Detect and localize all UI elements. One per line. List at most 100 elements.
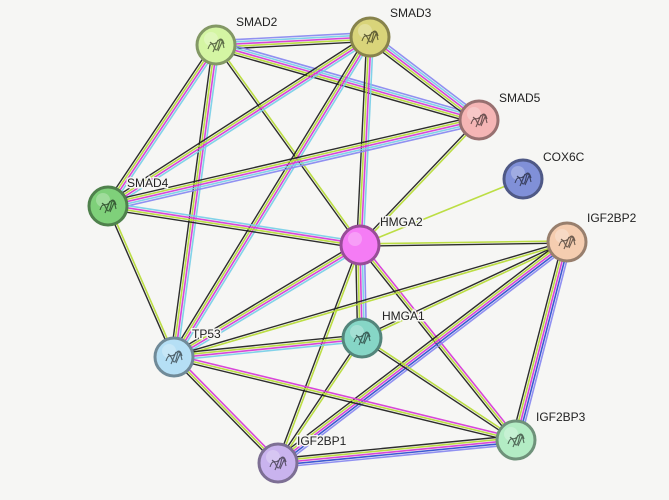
edge-smad4-hmga2[interactable] — [107, 201, 361, 249]
edge-smad5-smad4[interactable] — [106, 115, 481, 212]
edge-tp53-igf2bp1[interactable] — [171, 354, 281, 466]
edge-smad5-hmga2[interactable] — [358, 118, 481, 247]
edge-strand-textmining — [362, 242, 568, 340]
edge-smad4-tp53[interactable] — [106, 205, 176, 358]
node-label: SMAD5 — [499, 91, 541, 105]
edge-strand-textmining — [216, 43, 362, 245]
edge-strand-coexpression — [106, 206, 174, 358]
edge-hmga1-igf2bp1[interactable] — [276, 336, 364, 465]
edge-strand-gene_neighborhood — [278, 441, 517, 466]
node-tp53[interactable]: TP53 — [153, 326, 223, 378]
edge-strand-coexpression — [361, 240, 567, 338]
edge-strand-textmining — [107, 206, 360, 247]
edge-strand-database — [108, 121, 480, 209]
edge-strand-homology — [372, 32, 483, 118]
edge-strand-textmining — [173, 336, 362, 357]
edge-strand-coexpression — [366, 39, 477, 125]
edge-strand-experiment — [174, 37, 372, 358]
edge-strand-textmining — [277, 437, 516, 462]
protein-structure-icon — [207, 38, 225, 53]
node-highlight — [266, 450, 280, 464]
protein-structure-icon — [353, 331, 371, 346]
edge-strand-experiment — [108, 37, 372, 208]
protein-structure-icon — [165, 350, 183, 365]
edge-strand-database — [174, 340, 363, 362]
protein-structure-icon — [514, 172, 532, 187]
node-igf2bp3[interactable]: IGF2BP3 — [495, 409, 587, 461]
node-igf2bp1[interactable]: IGF2BP1 — [257, 433, 348, 484]
edge-smad2-smad4[interactable] — [104, 42, 220, 209]
edge-strand-textmining — [173, 356, 517, 441]
edge-igf2bp2-igf2bp3[interactable] — [511, 240, 573, 442]
edge-strand-textmining — [362, 336, 518, 440]
edge-strand-textmining — [216, 38, 371, 48]
edge-hmga1-igf2bp3[interactable] — [361, 336, 518, 442]
edge-strand-homology — [280, 244, 571, 468]
node-label: IGF2BP2 — [587, 211, 637, 225]
edge-strand-textmining — [174, 242, 568, 359]
edge-strand-experiment — [174, 354, 517, 439]
edge-strand-experiment — [107, 119, 480, 207]
edge-strand-database — [215, 34, 370, 44]
node-smad2[interactable]: SMAD2 — [195, 14, 279, 66]
edge-strand-coexpression — [356, 36, 368, 245]
node-cox6c[interactable]: COX6C — [502, 149, 586, 200]
edge-hmga2-igf2bp2[interactable] — [359, 240, 568, 247]
node-highlight — [555, 229, 569, 243]
node-igf2bp2[interactable]: IGF2BP2 — [546, 210, 638, 263]
edge-strand-coexpression — [107, 208, 360, 249]
edge-tp53-igf2bp3[interactable] — [173, 354, 517, 443]
node-label: IGF2BP1 — [297, 434, 347, 448]
node-smad5[interactable]: SMAD5 — [458, 90, 542, 141]
edge-strand-coexpression — [361, 338, 516, 442]
edge-strand-textmining — [215, 46, 479, 123]
node-smad3[interactable]: SMAD3 — [349, 5, 433, 58]
node-highlight — [504, 427, 518, 441]
edge-strand-database — [176, 45, 221, 358]
node-label: HMGA2 — [380, 215, 423, 229]
edge-igf2bp2-hmga1[interactable] — [361, 240, 568, 340]
edge-strand-database — [108, 201, 361, 243]
node-highlight — [358, 24, 372, 38]
edge-hmga2-igf2bp1[interactable] — [276, 244, 362, 464]
edge-strand-coexpression — [106, 115, 479, 203]
edge-strand-textmining — [107, 117, 479, 205]
edge-smad3-tp53[interactable] — [170, 34, 374, 360]
edge-strand-coexpression — [171, 358, 277, 466]
edge-strand-textmining — [276, 239, 567, 462]
edge-cox6c-hmga2[interactable] — [359, 178, 524, 246]
edge-smad3-smad5[interactable] — [366, 32, 483, 125]
node-highlight — [467, 107, 481, 121]
node-label: TP53 — [192, 327, 221, 341]
edge-igf2bp3-igf2bp1[interactable] — [277, 434, 517, 469]
protein-structure-icon — [470, 113, 488, 128]
node-smad4[interactable]: SMAD4 — [87, 175, 170, 227]
node-label: IGF2BP3 — [536, 410, 586, 424]
node-highlight — [348, 232, 362, 246]
edge-hmga1-tp53[interactable] — [173, 334, 363, 362]
edge-strand-coexpression — [274, 237, 565, 461]
edge-hmga2-tp53[interactable] — [171, 241, 363, 361]
node-hmga1[interactable]: HMGA1 — [341, 308, 427, 359]
edge-igf2bp2-igf2bp1[interactable] — [274, 237, 571, 468]
edge-strand-experiment — [277, 241, 568, 464]
edge-strand-coexpression — [173, 358, 516, 443]
node-label: COX6C — [543, 150, 585, 164]
edge-strand-database — [175, 247, 363, 361]
edge-strand-coexpression — [173, 334, 362, 355]
edge-strand-textmining — [513, 241, 566, 440]
edge-strand-gene_neighborhood — [278, 243, 569, 466]
edge-strand-textmining — [358, 36, 370, 245]
edge-smad2-hmga2[interactable] — [214, 43, 362, 247]
edge-igf2bp2-tp53[interactable] — [173, 240, 568, 359]
edge-strand-textmining — [368, 38, 479, 123]
node-hmga2[interactable]: HMGA2 — [339, 214, 425, 266]
edge-strand-textmining — [106, 43, 216, 206]
edge-strand-homology — [278, 443, 517, 469]
protein-structure-icon — [99, 199, 117, 214]
edge-smad3-smad4[interactable] — [105, 33, 373, 210]
edge-strand-database — [110, 46, 220, 209]
edge-smad2-tp53[interactable] — [170, 44, 221, 358]
edge-strand-coexpression — [214, 48, 478, 125]
